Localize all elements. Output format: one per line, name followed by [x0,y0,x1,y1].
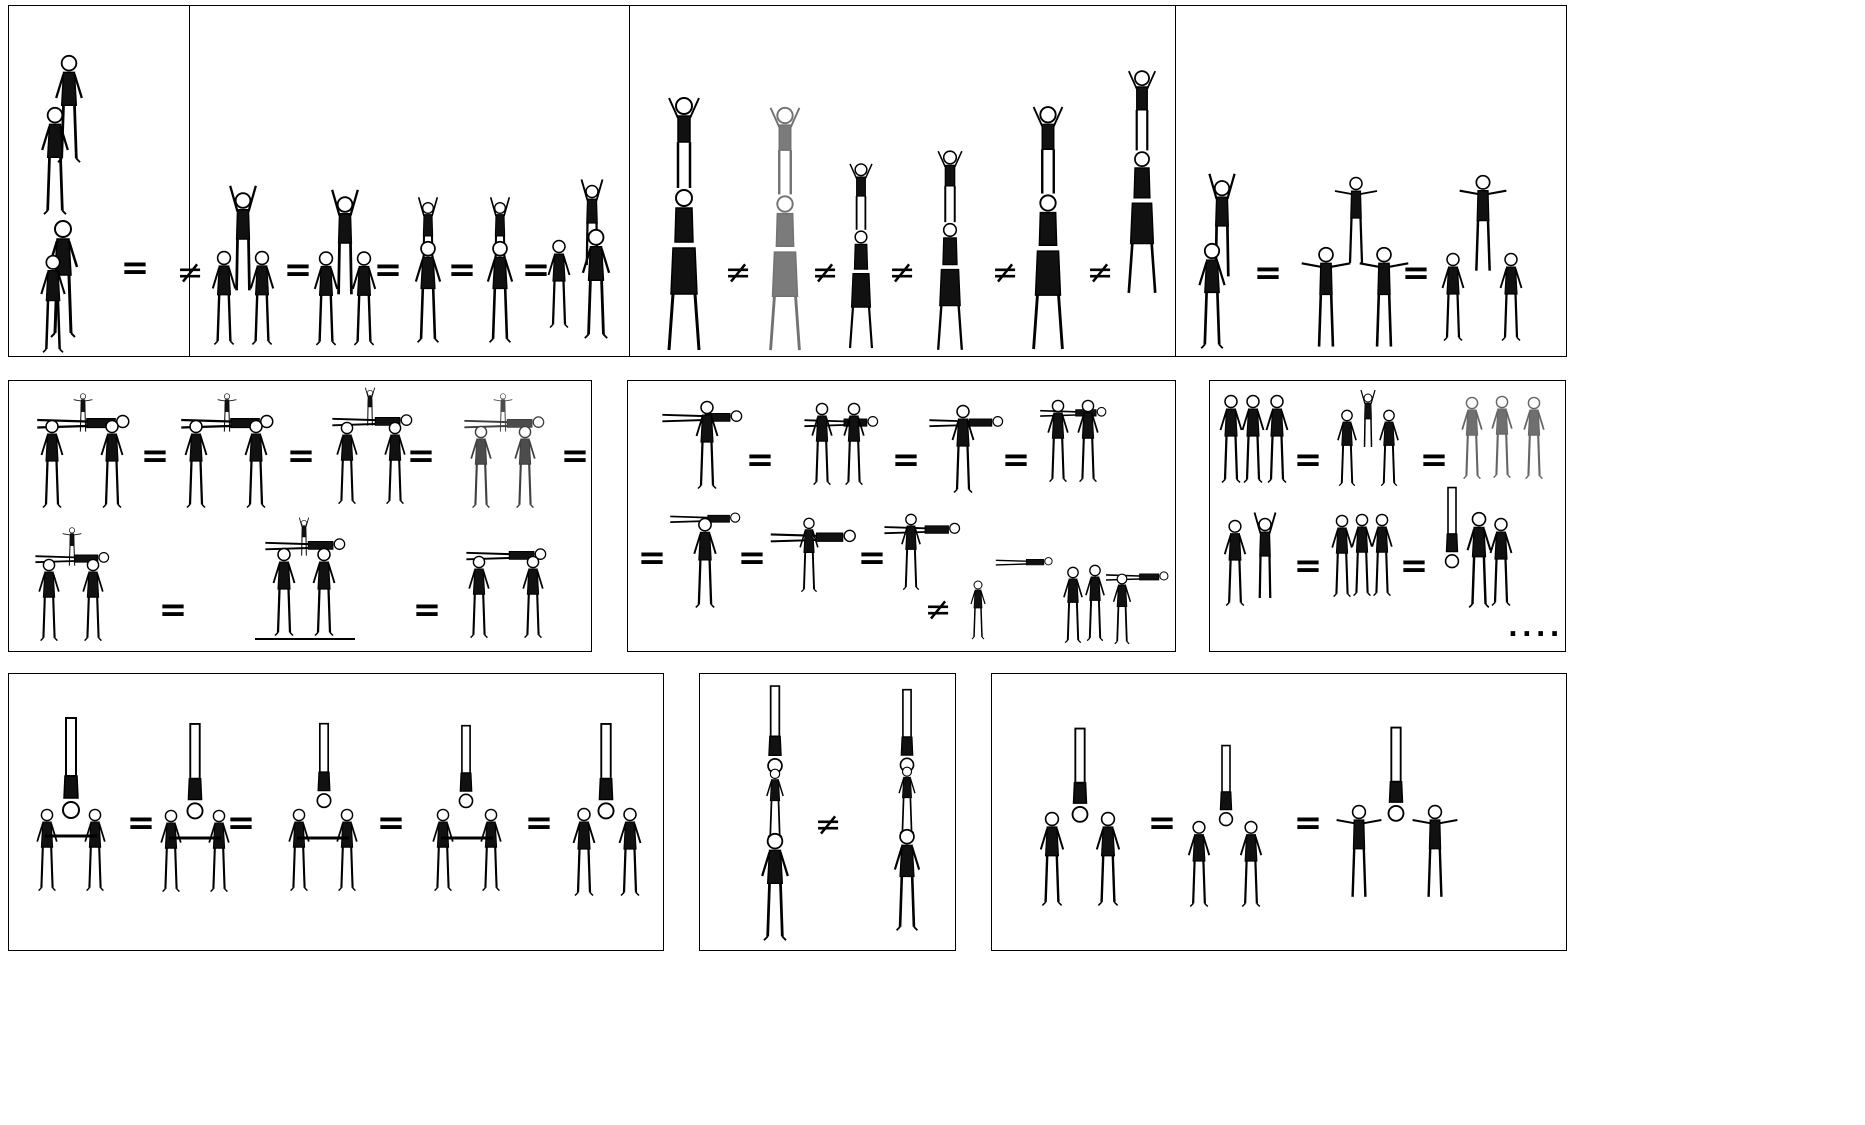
not-equal-sign: ≠ [808,808,848,840]
tower-figure-3 [840,161,882,351]
equal-sign: = [1142,806,1182,840]
equal-sign: = [407,593,447,627]
equal-sign: = [1288,443,1328,477]
not-equal-sign: ≠ [882,256,922,288]
stacked-figures-group [31,54,91,354]
equal-sign: = [996,443,1036,477]
tower-figure-1 [654,94,714,354]
equal-sign: = [401,439,441,473]
not-equal-sign: ≠ [918,593,958,625]
handstand-tower-2 [882,688,932,934]
panel-row3-towers: ≠ [699,673,956,951]
balance-group-2 [794,387,888,499]
group-figure-1 [1216,389,1296,489]
lift-group-7 [461,527,551,639]
lift-group-4 [457,393,551,511]
equal-sign: = [1248,256,1288,290]
group-figure-2 [1328,389,1408,489]
panel-row2-balances: = = = = = = ≠ [627,380,1176,652]
lift-group-6 [255,517,355,641]
equal-sign: = [886,443,926,477]
group-figure-3 [1458,391,1554,483]
panel-row2-groups: = = = = .... [1209,380,1566,652]
tower-figure-5 [1024,102,1072,354]
equal-sign: = [371,806,411,840]
group-figure-4 [1218,505,1288,609]
balance-group-7 [882,503,962,599]
tower-figure-4 [920,148,980,353]
not-equal-sign: ≠ [1080,256,1120,288]
figure-group-1 [208,184,278,354]
handstand-group-5 [569,722,645,904]
panel-row3-lifts: = = [991,673,1567,951]
not-equal-sign: ≠ [170,256,210,288]
equal-sign: = [740,443,780,477]
equal-sign: = [732,541,772,575]
panel-row1-pairs: ≠ = = = = [189,5,630,357]
not-equal-sign: ≠ [805,256,845,288]
panel-row3-handstands: = = = = [8,673,664,951]
figure-group-5 [544,178,624,346]
balance-group-8 [964,553,1174,647]
panel-row1-pyramid: = = [1175,5,1567,357]
balance-group-5 [668,499,742,611]
equal-sign: = [555,439,595,473]
handstand-lift-3 [1322,722,1472,902]
group-figure-6 [1440,485,1524,611]
handstand-group-4 [429,724,505,902]
panel-row1-left: = [8,5,190,357]
balance-group-4 [1038,385,1108,497]
continuation-dots: .... [1508,613,1564,643]
equal-sign: = [1414,443,1454,477]
figure-group-pyramid-3 [1438,174,1528,352]
group-figure-5 [1324,505,1404,605]
equal-sign: = [121,806,161,840]
handstand-lift-1 [1032,722,1128,918]
tower-figure-2 [755,104,815,354]
lift-group-2 [167,393,287,511]
not-equal-sign: ≠ [985,256,1025,288]
not-equal-sign: ≠ [718,256,758,288]
equal-sign: = [1396,256,1436,290]
handstand-tower-1 [750,682,800,944]
equal-sign: = [221,806,261,840]
equal-sign: = [115,251,155,285]
handstand-group-3 [285,722,361,902]
panel-row1-towers: ≠ ≠ ≠ ≠ ≠ [629,5,1177,357]
panel-row2-lifts: = = = = = = [8,380,592,652]
handstand-group-1 [33,716,109,902]
equal-sign: = [153,593,193,627]
tower-figure-6 [1120,12,1164,352]
lift-group-5 [27,527,117,645]
lift-group-1 [23,393,143,511]
equal-sign: = [281,439,321,473]
equal-sign: = [1288,549,1328,583]
handstand-lift-2 [1178,740,1274,910]
balance-group-1 [650,387,754,497]
equal-sign: = [1394,549,1434,583]
figure-group-pyramid-1 [1190,166,1250,351]
balance-group-6 [768,509,858,595]
equal-sign: = [632,541,672,575]
equal-sign: = [519,806,559,840]
